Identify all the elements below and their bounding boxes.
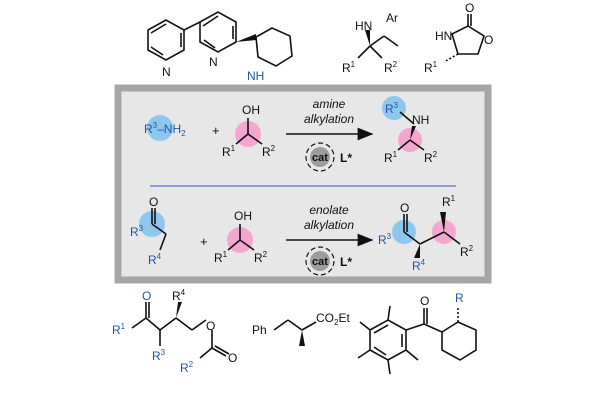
cyclohexane-ring — [441, 321, 477, 361]
enolate-arrow-label-line2: alkylation — [304, 218, 354, 232]
mesityl-ring — [369, 319, 407, 361]
pyridine-ring-2 — [199, 11, 237, 53]
bottom-molecule-ethyl-ester — [273, 319, 317, 346]
alcohol-r2-2: R2 — [254, 250, 268, 265]
catalyst-cycle-ring-1 — [305, 142, 335, 172]
ester-ketone-o-top: O — [142, 289, 151, 303]
enolate-arrow-label-line1: enolate — [309, 203, 349, 217]
top-molecule-bipyridine-piperidine — [147, 11, 293, 67]
amine-arrow-label-line1: amine — [313, 97, 346, 111]
product-r2-label: R2 — [424, 150, 438, 165]
product-r3-label: R3 — [385, 101, 399, 116]
aryl-ketone-r: R — [455, 291, 464, 305]
enolate-product-r4: R4 — [412, 258, 426, 273]
ketone-o-label: O — [149, 195, 158, 209]
ketone-skeleton — [151, 208, 167, 251]
enolate-product-r1: R1 — [442, 194, 456, 209]
alcohol-r1-1: R1 — [222, 144, 236, 159]
ethyl-ester-ph: Ph — [252, 323, 267, 337]
ketone-r3-label: R3 — [130, 224, 144, 239]
product-nh-label: NH — [412, 113, 429, 127]
alcohol-oh-1: OH — [242, 103, 260, 117]
catalyst-label-2: cat — [312, 256, 328, 268]
ester-ketone-r1: R1 — [112, 322, 126, 337]
ethyl-ester-co2et: CO2Et — [316, 311, 350, 327]
oxazolidinone-carbonyl-o: O — [465, 1, 474, 15]
pyridine-nitrogen-1: N — [162, 65, 171, 79]
pyridine-ring-1 — [147, 19, 185, 61]
ester-ketone-o-carbonyl: O — [228, 351, 237, 365]
alcohol-skeleton-2 — [227, 224, 255, 251]
catalyst-cycle-ring-2 — [305, 246, 335, 276]
reaction-panel — [114, 84, 492, 284]
oxazolidinone-hn: HN — [435, 29, 452, 43]
enolate-product-r3: R3 — [378, 232, 392, 247]
ketone-r4-label: R4 — [148, 252, 162, 267]
amine-r2-label: R2 — [384, 60, 398, 75]
catalyst-label-1: cat — [312, 152, 328, 164]
top-molecule-chiral-amine — [357, 30, 399, 59]
aryl-ketone-o: O — [420, 294, 429, 308]
bottom-molecule-aryl-ketone — [357, 305, 477, 375]
alcohol-oh-2: OH — [234, 209, 252, 223]
catalyst-circle-1 — [310, 147, 330, 167]
enolate-plus-sign: + — [200, 234, 208, 249]
alcohol-skeleton-1 — [235, 118, 263, 145]
top-molecule-oxazolidinone — [443, 14, 485, 63]
catalyst-circle-2 — [310, 251, 330, 271]
ester-ketone-r4: R4 — [172, 288, 186, 303]
amine-product-skeleton — [397, 111, 425, 151]
oxazolidinone-r1: R1 — [424, 60, 438, 75]
amine-arrow-label-line2: alkylation — [304, 112, 354, 126]
ligand-label-1: L* — [340, 151, 352, 165]
ligand-label-2: L* — [340, 255, 352, 269]
ester-ketone-r3: R3 — [152, 348, 166, 363]
amine-reagent-label: R3–NH2 — [144, 121, 186, 138]
oxazolidinone-ring — [451, 25, 485, 55]
product-r1-label: R1 — [384, 150, 398, 165]
enolate-product-r2: R2 — [460, 244, 474, 259]
alcohol-r1-2: R1 — [214, 250, 228, 265]
bottom-molecule-ester-ketone — [131, 302, 230, 359]
amine-highlight-circle — [147, 115, 173, 141]
enolate-product-skeleton — [403, 212, 461, 258]
amine-plus-sign: + — [212, 123, 220, 138]
alcohol-r2-1: R2 — [262, 144, 276, 159]
product-amine-highlight — [382, 96, 406, 120]
amine-hn-label: HN — [355, 19, 372, 33]
piperidine-nh: NH — [247, 69, 264, 83]
amine-ar-label: Ar — [386, 11, 398, 25]
ester-ketone-r2: R2 — [180, 360, 194, 375]
ester-ketone-o-ester: O — [206, 319, 215, 333]
enolate-product-o: O — [400, 201, 409, 215]
amine-r1-label: R1 — [342, 60, 356, 75]
oxazolidinone-ring-o: O — [484, 33, 493, 47]
pyridine-nitrogen-2: N — [209, 55, 218, 69]
piperidine-ring — [255, 27, 293, 67]
